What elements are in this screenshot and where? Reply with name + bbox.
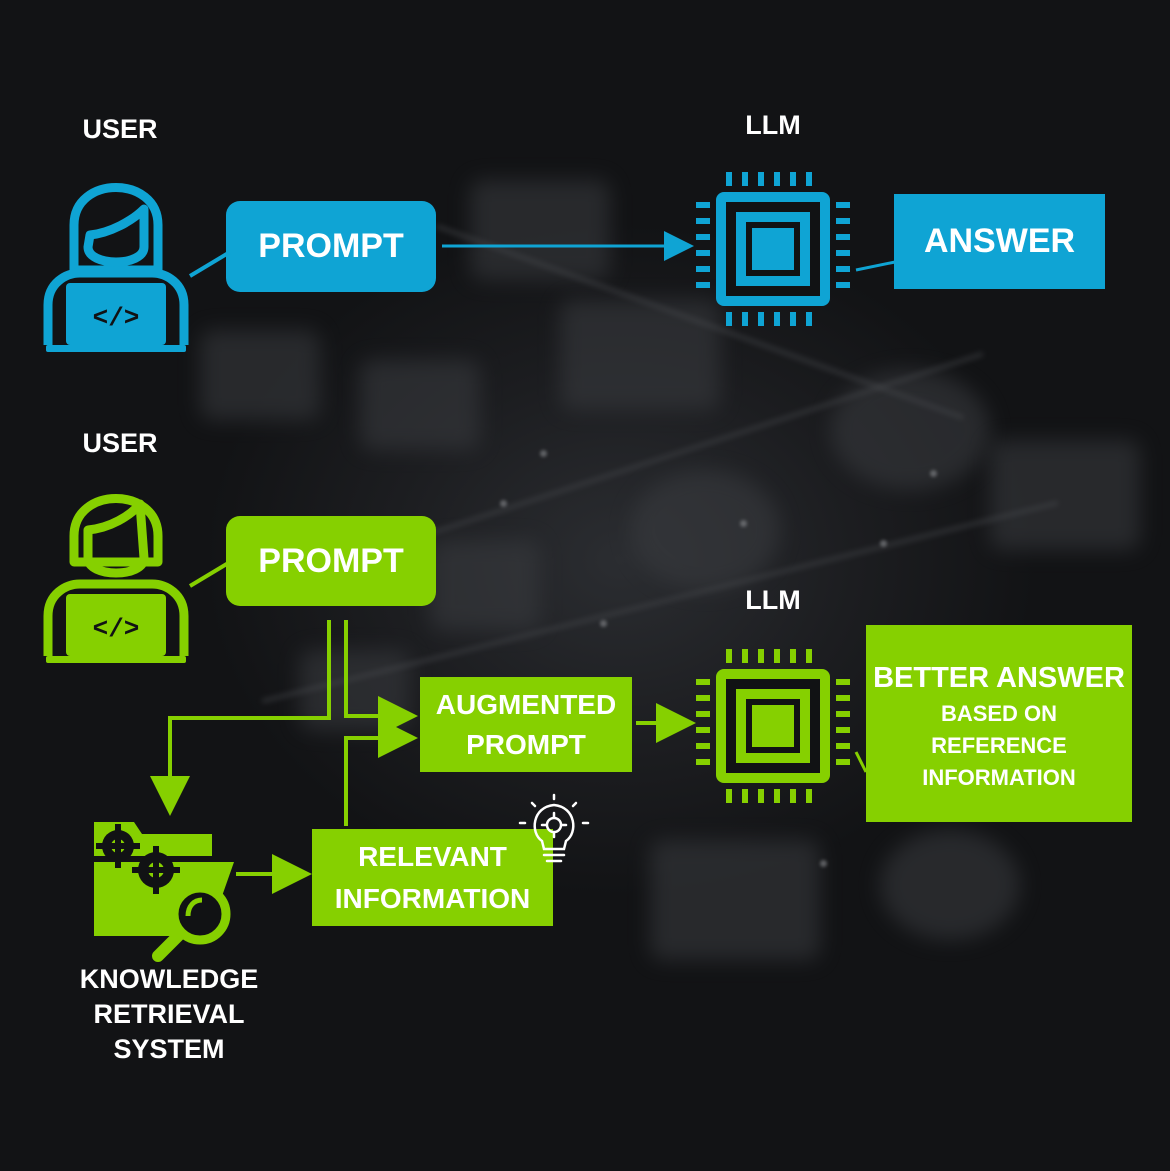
knowledge-line2: RETRIEVAL [93, 999, 245, 1029]
llm-label-top: LLM [745, 110, 801, 140]
llm-label-bottom: LLM [745, 585, 801, 615]
bg-dot [880, 540, 887, 547]
line-llm-to-answer [855, 260, 896, 272]
chip-icon [696, 172, 850, 326]
prompt-box-top: PROMPT [226, 201, 436, 292]
lightbulb-gear-icon [518, 793, 590, 863]
code-brackets-icon: </> [93, 614, 140, 644]
user-label-top: USER [82, 114, 158, 144]
user-label-bottom: USER [82, 428, 158, 458]
line-llm-to-better-answer [854, 751, 868, 773]
better-answer-box: BETTER ANSWER BASED ON REFERENCE INFORMA… [866, 625, 1132, 822]
bg-dot [740, 520, 747, 527]
augmented-prompt-box: AUGMENTED PROMPT [420, 677, 632, 772]
knowledge-line1: KNOWLEDGE [79, 964, 259, 994]
answer-box: ANSWER [894, 194, 1105, 289]
bg-dot [500, 500, 507, 507]
bg-blob [830, 370, 990, 490]
arrow-prompt-to-knowledge [150, 620, 331, 816]
bg-dot [930, 470, 937, 477]
knowledge-line3: SYSTEM [113, 1034, 225, 1064]
speech-tail [188, 560, 232, 588]
better-answer-line3: INFORMATION [922, 764, 1076, 790]
speech-tail [188, 250, 232, 278]
bg-blob [200, 330, 320, 420]
augmented-prompt-line1: AUGMENTED [435, 688, 617, 720]
user-at-laptop-icon: </> [43, 494, 189, 663]
bg-blob [430, 540, 540, 630]
bg-dot [540, 450, 547, 457]
relevant-info-line1: RELEVANT [358, 840, 507, 872]
knowledge-retrieval-label: KNOWLEDGE RETRIEVAL SYSTEM [58, 962, 280, 1067]
bg-blob [650, 840, 820, 960]
augmented-prompt-line2: PROMPT [466, 728, 586, 760]
relevant-info-line2: INFORMATION [334, 882, 531, 914]
bg-blob [360, 360, 480, 450]
code-brackets-icon: </> [93, 303, 140, 333]
arrow-prompt-to-augmented [344, 620, 418, 736]
bg-blob [630, 470, 780, 590]
prompt-box-bottom: PROMPT [226, 516, 436, 606]
bg-dot [820, 860, 827, 867]
bg-blob [990, 440, 1140, 550]
better-answer-line2: REFERENCE [931, 732, 1067, 758]
user-at-laptop-icon: </> [43, 183, 189, 352]
better-answer-line1: BASED ON [940, 700, 1058, 726]
bg-blob [880, 830, 1020, 940]
chip-icon [696, 649, 850, 803]
relevant-information-box: RELEVANT INFORMATION [312, 829, 553, 926]
better-answer-title: BETTER ANSWER [873, 661, 1125, 694]
bg-dot [600, 620, 607, 627]
arrow-relevant-to-augmented [344, 718, 418, 826]
folder-gears-magnifier-icon [94, 822, 234, 962]
